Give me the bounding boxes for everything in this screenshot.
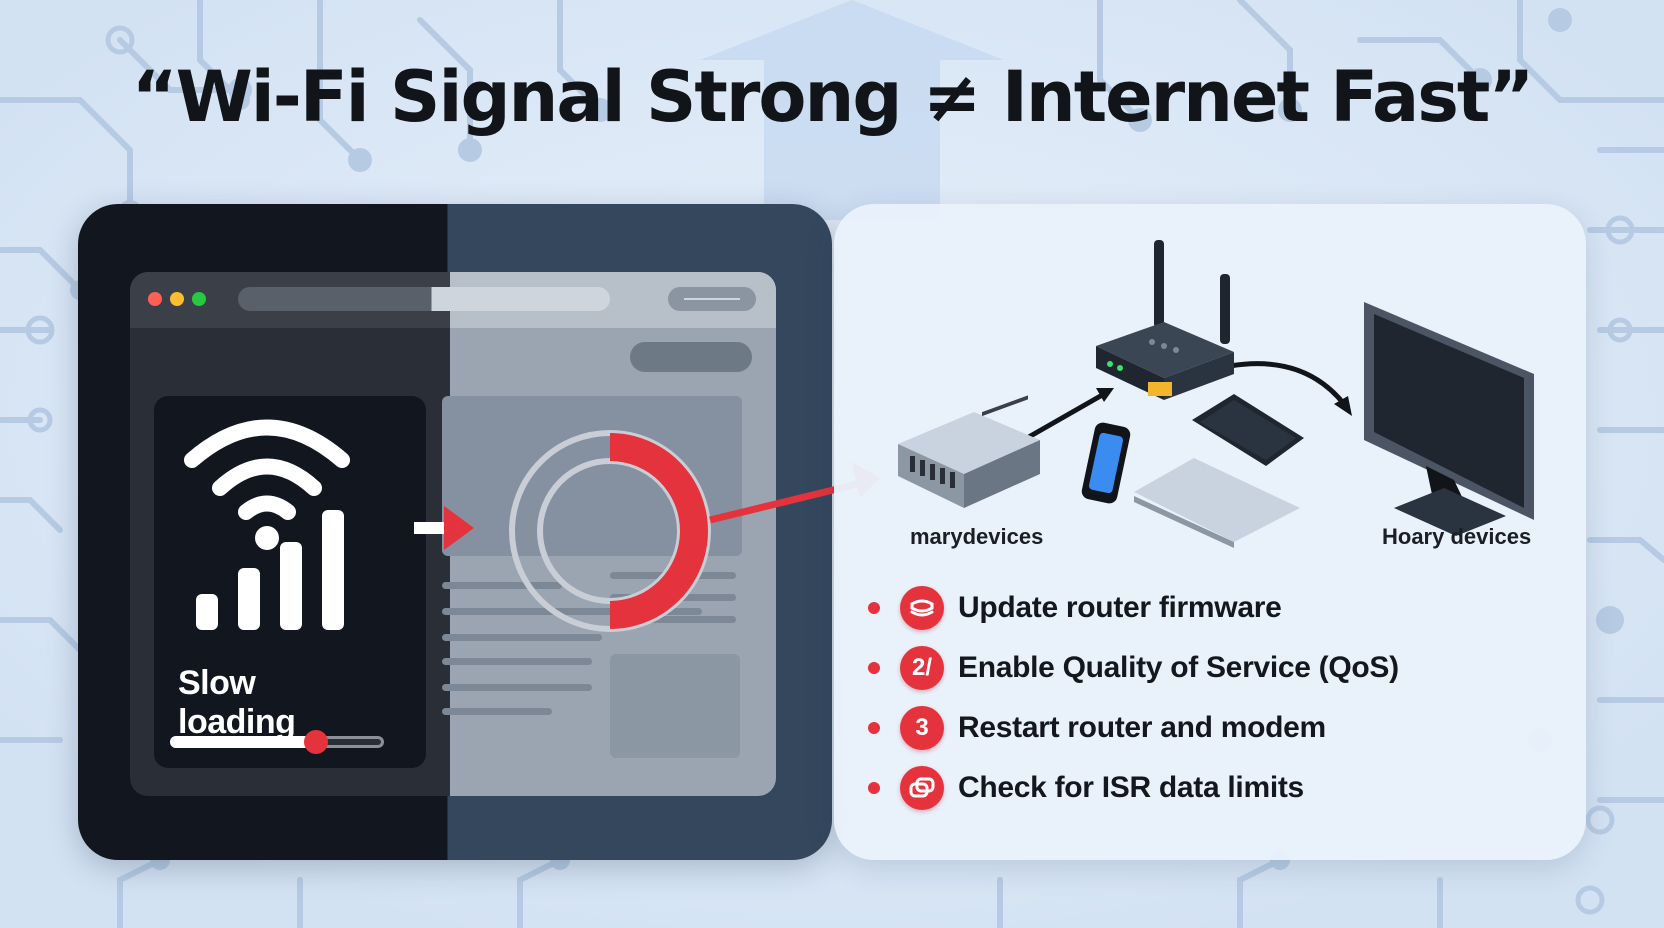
phone-icon xyxy=(1081,422,1131,504)
router-stack-icon xyxy=(900,586,944,630)
tip-item: 2/ Enable Quality of Service (QoS) xyxy=(868,644,1399,692)
text-line-placeholder xyxy=(442,634,602,641)
tip-text: Check for ISR data limits xyxy=(958,771,1304,804)
tip-text: Restart router and modem xyxy=(958,711,1326,744)
text-line-placeholder xyxy=(442,582,562,589)
slow-browser-panel: Slow loading xyxy=(78,204,832,860)
devices-label-right: Hoary devices xyxy=(1382,524,1532,549)
bullet-icon xyxy=(868,722,880,734)
tip-item: Check for ISR data limits xyxy=(868,764,1304,812)
slow-loading-label: Slow loading xyxy=(178,664,296,741)
text-line-placeholder xyxy=(442,658,592,665)
tip-item: Update router firmware xyxy=(868,584,1282,632)
switch-icon xyxy=(898,395,1040,508)
tv-icon xyxy=(1364,302,1534,536)
router-icon xyxy=(1096,240,1234,400)
maximize-dot-icon[interactable] xyxy=(192,292,206,306)
text-line-placeholder xyxy=(442,708,552,715)
signal-bars-icon xyxy=(196,510,344,630)
text-line-placeholder xyxy=(610,594,736,601)
troubleshooting-panel: marydevices Hoary devices Update router … xyxy=(834,204,1586,860)
step-number-badge: 3 xyxy=(900,706,944,750)
text-line-placeholder xyxy=(442,608,702,615)
text-line-placeholder xyxy=(610,616,736,623)
overlap-icon xyxy=(900,766,944,810)
wifi-icon xyxy=(184,419,350,550)
browser-window: Slow loading xyxy=(130,272,776,796)
bullet-icon xyxy=(868,662,880,674)
content-placeholder xyxy=(442,396,742,556)
address-bar[interactable] xyxy=(238,287,610,311)
close-dot-icon[interactable] xyxy=(148,292,162,306)
tip-text: Enable Quality of Service (QoS) xyxy=(958,651,1399,684)
progress-handle[interactable] xyxy=(304,730,328,754)
bullet-icon xyxy=(868,782,880,794)
step-number-badge: 2/ xyxy=(900,646,944,690)
text-line-placeholder xyxy=(610,572,736,579)
tip-text: Update router firmware xyxy=(958,591,1282,624)
menu-button[interactable] xyxy=(668,287,756,311)
minimize-dot-icon[interactable] xyxy=(170,292,184,306)
loading-progress-bar xyxy=(170,730,384,754)
tip-item: 3 Restart router and modem xyxy=(868,704,1326,752)
browser-toolbar xyxy=(130,272,776,328)
devices-label-left: marydevices xyxy=(910,524,1044,549)
network-diagram xyxy=(898,240,1534,548)
laptop-icon xyxy=(1134,394,1304,548)
page-title: “Wi-Fi Signal Strong ≠ Internet Fast” xyxy=(131,56,1535,138)
wifi-status-card: Slow loading xyxy=(154,396,426,768)
image-placeholder xyxy=(610,654,740,758)
progress-fill xyxy=(170,736,316,748)
bullet-icon xyxy=(868,602,880,614)
placeholder-pill xyxy=(630,342,752,372)
text-line-placeholder xyxy=(442,684,592,691)
